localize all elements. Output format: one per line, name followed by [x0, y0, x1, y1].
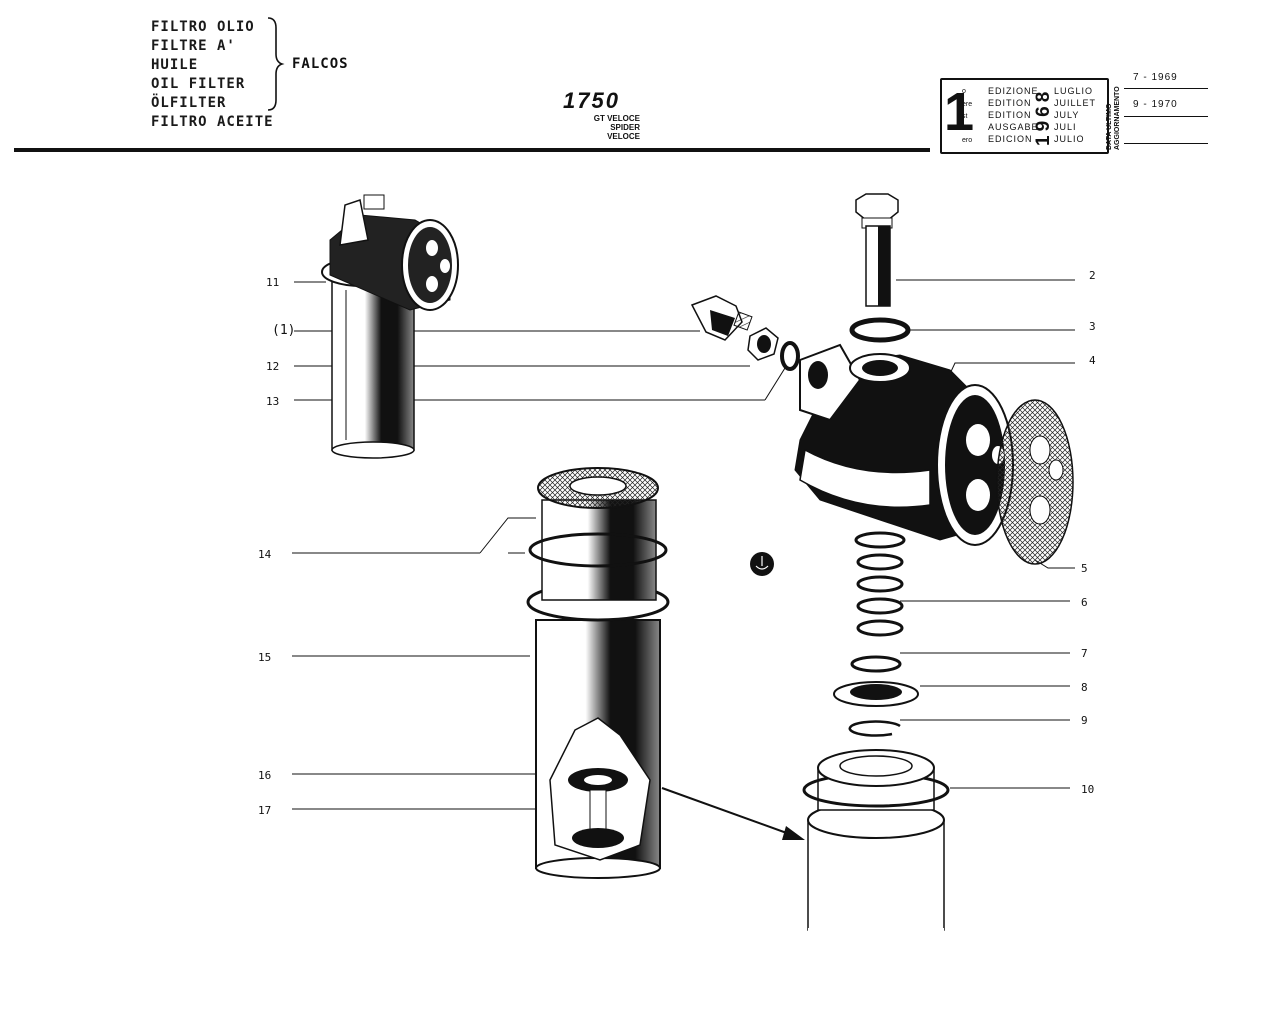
callout-3: 3 [1089, 320, 1096, 333]
sup-it: o [962, 88, 966, 95]
title-french: FILTRE A' HUILE [151, 38, 236, 73]
brace-icon [267, 17, 285, 111]
washer-3 [849, 317, 911, 343]
callout-4: 4 [1089, 354, 1096, 367]
update-date-1: 7 - 1969 [1133, 72, 1178, 83]
variant-spider: SPIDER VELOCE [607, 123, 640, 141]
circlip-9 [848, 720, 901, 737]
edition-en: EDITION [988, 110, 1032, 120]
month-it: LUGLIO [1054, 86, 1094, 96]
callout-14: 14 [258, 548, 272, 561]
update-line-3 [1124, 143, 1208, 144]
callout-17: 17 [258, 804, 272, 817]
header-rule [14, 148, 930, 152]
edition-box [940, 78, 1109, 154]
callout-11: 11 [266, 276, 280, 289]
edition-it: EDIZIONE [988, 86, 1039, 96]
title-english: OIL FILTER [151, 76, 246, 92]
leader-lines-right [896, 279, 1075, 789]
washer-13 [780, 341, 800, 371]
edition-es: EDICION [988, 134, 1033, 144]
sup-de: . [962, 125, 964, 132]
callout-13: 13 [266, 395, 280, 408]
ring-7 [850, 655, 902, 673]
callout-2: 2 [1089, 269, 1096, 282]
pressure-switch [690, 295, 753, 341]
nut-12 [747, 327, 779, 361]
valve-8 [833, 681, 919, 707]
edition-months: LUGLIO JUILLET JULY JULI JULIO [1054, 85, 1096, 145]
callout-8: 8 [1081, 681, 1088, 694]
bolt-2 [855, 193, 899, 307]
sup-fr: ere [962, 101, 973, 108]
callout-15: 15 [258, 651, 272, 664]
update-line-2 [1124, 116, 1208, 117]
month-fr: JUILLET [1054, 98, 1097, 108]
gasket-5 [996, 399, 1074, 565]
callout-6: 6 [1081, 596, 1088, 609]
filter-head-4 [794, 343, 1014, 546]
logo-badge-icon [750, 552, 774, 576]
callout-10: 10 [1081, 783, 1095, 796]
sup-es: ero [962, 137, 973, 144]
spring-6 [854, 531, 906, 637]
edition-number: 1 [944, 82, 975, 142]
edition-de: AUSGABE [988, 122, 1039, 132]
update-date-2: 9 - 1970 [1133, 99, 1178, 110]
callout-16: 16 [258, 769, 272, 782]
callout-5: 5 [1081, 562, 1088, 575]
month-es: JULIO [1054, 134, 1085, 144]
title-german: ÖLFILTER [151, 95, 227, 111]
callout-1-paren: (1) [272, 323, 296, 338]
filter-canister-15 [526, 467, 670, 879]
assembled-filter-11 [321, 194, 459, 459]
month-de: JULI [1054, 122, 1077, 132]
assembly-arrow [661, 787, 805, 840]
callout-12: 12 [266, 360, 280, 373]
title-spanish: FILTRO ACEITE [151, 114, 274, 130]
update-line-1 [1124, 88, 1208, 89]
cartridge-10 [802, 749, 950, 934]
model-variants: GT VELOCE SPIDER VELOCE [578, 114, 640, 141]
month-en: JULY [1054, 110, 1080, 120]
callout-9: 9 [1081, 714, 1088, 727]
callout-7: 7 [1081, 647, 1088, 660]
supplier-name: FALCOS [292, 56, 349, 72]
edition-fr: EDITION [988, 98, 1032, 108]
sup-en: st [962, 113, 968, 120]
title-italian: FILTRO OLIO [151, 19, 255, 35]
model-number: 1750 [563, 88, 620, 113]
variant-gt: GT VELOCE [593, 114, 640, 123]
title-block: FILTRO OLIO FILTRE A' HUILE OIL FILTER Ö… [151, 18, 281, 132]
edition-labels: EDIZIONE EDITION EDITION AUSGABE EDICION [988, 85, 1039, 145]
